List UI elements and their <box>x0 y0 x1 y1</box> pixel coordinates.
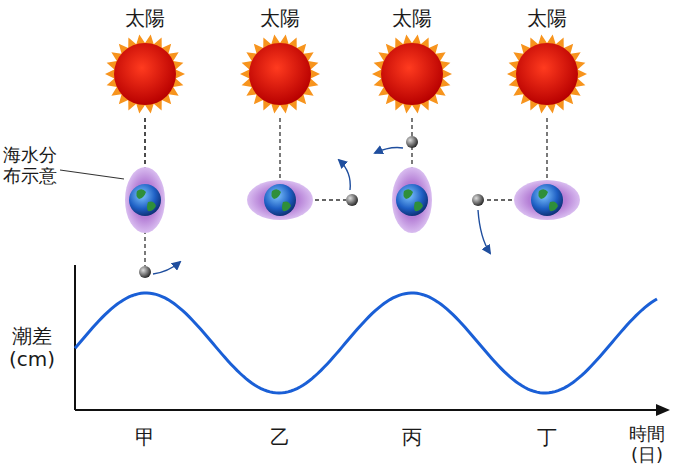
sun-node: 太陽 <box>233 6 327 116</box>
x-axis <box>75 409 660 411</box>
sun-label: 太陽 <box>365 6 459 30</box>
moon <box>406 136 418 148</box>
leader-line <box>60 170 124 179</box>
sun-label: 太陽 <box>233 6 327 30</box>
y-axis-label: 潮差 (cm) <box>6 325 58 371</box>
orbit-figures <box>60 118 580 278</box>
sea-bulge <box>125 167 165 233</box>
sun-earth-moon-set <box>247 118 358 220</box>
land <box>549 202 558 212</box>
sea-bulge <box>392 167 432 233</box>
x-axis-label: 時間 (日) <box>626 424 668 465</box>
sun-node: 太陽 <box>98 6 192 116</box>
tick-label: 甲 <box>130 426 160 449</box>
land <box>414 202 423 212</box>
sun-node: 太陽 <box>500 6 594 116</box>
tide-chart <box>75 265 670 416</box>
sun-node: 太陽 <box>365 6 459 116</box>
sun-label: 太陽 <box>500 6 594 30</box>
land <box>147 202 156 212</box>
orbit-arrow <box>339 160 350 190</box>
tide-curve <box>75 293 657 393</box>
sun-earth-moon-set <box>125 118 180 278</box>
sun-symbol <box>370 32 454 116</box>
earth <box>264 184 296 216</box>
orbit-arrow <box>375 148 403 153</box>
sun-symbol <box>505 32 589 116</box>
tick-label: 乙 <box>265 426 295 449</box>
land <box>271 189 281 199</box>
y-axis <box>74 265 76 410</box>
sun-symbol <box>103 32 187 116</box>
sun-symbol <box>238 32 322 116</box>
moon <box>472 194 484 206</box>
tick-label: 丙 <box>397 426 427 449</box>
tick-label: 丁 <box>532 426 562 449</box>
earth <box>396 184 428 216</box>
land <box>538 189 548 199</box>
sea-bulge <box>247 180 313 220</box>
orbit-arrow <box>478 210 490 253</box>
moon <box>139 266 151 278</box>
axis-arrowhead <box>656 404 670 416</box>
moon <box>346 194 358 206</box>
earth <box>531 184 563 216</box>
sun-earth-moon-set <box>472 118 580 253</box>
earth <box>129 184 161 216</box>
sun-earth-moon-set <box>375 118 432 233</box>
land <box>136 189 146 199</box>
callout-label: 海水分布示意 <box>2 145 58 186</box>
sun-label: 太陽 <box>98 6 192 30</box>
land <box>403 189 413 199</box>
land <box>282 202 291 212</box>
orbit-arrow <box>153 262 180 274</box>
sea-bulge <box>514 180 580 220</box>
